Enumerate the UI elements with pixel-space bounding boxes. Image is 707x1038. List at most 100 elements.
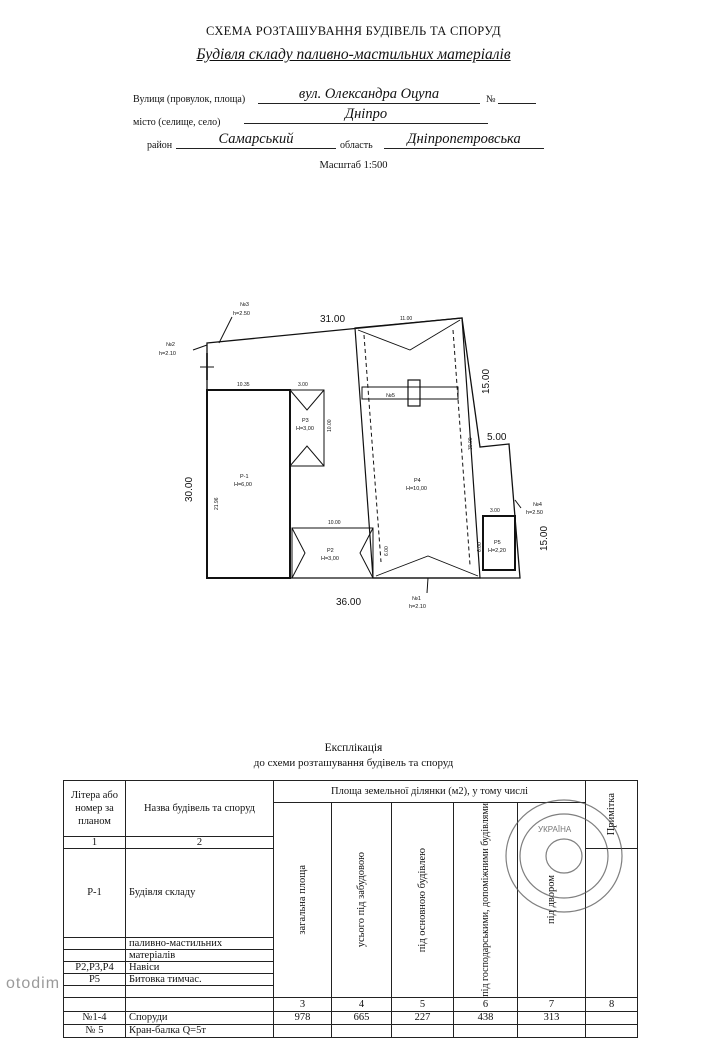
- height-p1: H=6,00: [234, 482, 252, 488]
- dim-right-lower: 15.00: [539, 526, 550, 551]
- building-p3: [289, 389, 325, 467]
- city-label: місто (селище, село): [133, 117, 221, 128]
- num-8: 8: [585, 996, 639, 1012]
- col-total-header: загальна площа: [273, 802, 332, 998]
- dim-p3-top: 3.00: [298, 382, 308, 388]
- main-area: 227: [391, 1010, 454, 1025]
- h-structure-4: h=2.50: [526, 510, 543, 516]
- num-6: 6: [453, 996, 518, 1012]
- col-aux-text: під господарськими, допоміжними будівлям…: [479, 803, 491, 997]
- dim-p3-side: 10.00: [327, 419, 333, 432]
- scale-label: Масштаб 1:500: [319, 160, 388, 171]
- building-p2: [291, 527, 374, 579]
- empty-cell: [516, 1023, 587, 1038]
- empty-cell: [585, 1023, 639, 1038]
- empty-cell: [273, 1023, 332, 1038]
- label-p5: Р5: [494, 540, 501, 546]
- dim-p5-top: 3.00: [490, 508, 500, 514]
- num-4: 4: [331, 996, 392, 1012]
- label-structure-1: №1: [412, 596, 421, 602]
- h-structure-3: h=2.50: [233, 311, 250, 317]
- row-letter: [63, 996, 126, 1012]
- note-cell: [585, 1010, 639, 1025]
- site-plan: 31.00 11.00 36.00 30.00 15.00 5.00 15.00…: [159, 302, 550, 610]
- district-value: Самарський: [176, 131, 336, 149]
- row-name: [125, 996, 274, 1012]
- region-label: область: [340, 140, 373, 151]
- col-area-group-header: Площа земельної ділянки (м2), у тому чис…: [272, 780, 587, 803]
- num-2: 2: [125, 836, 274, 849]
- document-subtitle: Будівля складу паливно-мастильних матері…: [196, 46, 511, 63]
- height-p5: H=2,20: [488, 548, 506, 554]
- dim-p4-side: 30.00: [468, 437, 474, 450]
- row-name: Навіси: [125, 960, 274, 974]
- label-structure-2: №2: [166, 342, 175, 348]
- built-area: 665: [331, 1010, 392, 1025]
- row-letter: [63, 984, 126, 998]
- label-p2: Р2: [327, 548, 334, 554]
- city-value: Дніпро: [244, 106, 488, 124]
- total-area: 978: [273, 1010, 332, 1025]
- h-structure-1: h=2.10: [409, 604, 426, 610]
- dim-top-length: 31.00: [320, 314, 345, 325]
- note-empty: [585, 848, 639, 998]
- col-built-text: усього під забудовою: [355, 852, 367, 948]
- row-letter: [63, 936, 126, 950]
- dim-p2-top: 10.00: [328, 520, 341, 526]
- row-name: Кран-балка Q=5т: [125, 1023, 274, 1038]
- row-name: [125, 984, 274, 998]
- dim-p1-top: 10.35: [237, 382, 250, 388]
- building-p5: [482, 515, 516, 571]
- aux-area: 438: [453, 1010, 518, 1025]
- num-3: 3: [273, 996, 332, 1012]
- num-1: 1: [63, 836, 126, 849]
- document-title: СХЕМА РОЗТАШУВАННЯ БУДІВЕЛЬ ТА СПОРУД: [206, 24, 501, 38]
- height-p2: H=3,00: [321, 556, 339, 562]
- explication-subtitle: до схеми розташування будівель та споруд: [253, 757, 454, 769]
- label-p3: Р3: [302, 418, 309, 424]
- label-p4: Р4: [414, 478, 421, 484]
- row-letter: Р2,Р3,Р4: [63, 960, 126, 974]
- row-letter: № 5: [63, 1023, 126, 1038]
- row-name: Битовка тимчас.: [125, 972, 274, 986]
- dim-right-upper: 15.00: [481, 369, 492, 394]
- row-name: матеріалів: [125, 948, 274, 962]
- label-p1: Р-1: [240, 474, 249, 480]
- empty-cell: [391, 1023, 454, 1038]
- label-structure-4: №4: [533, 502, 542, 508]
- official-seal: УКРАЇНА: [505, 799, 623, 913]
- watermark-logo: otodim: [6, 975, 61, 992]
- dim-p2-side: 6.00: [384, 546, 390, 556]
- col-built-header: усього під забудовою: [331, 802, 392, 998]
- dim-left-height: 30.00: [184, 477, 195, 502]
- height-p3: H=3,00: [296, 426, 314, 432]
- dim-p1-side: 21.96: [214, 497, 220, 510]
- label-structure-5: №5: [386, 393, 395, 399]
- height-p4: H=10,00: [406, 486, 427, 492]
- label-structure-3: №3: [240, 302, 249, 308]
- region-value: Дніпропетровська: [384, 131, 544, 149]
- col-main-header: під основною будівлею: [391, 802, 454, 998]
- dim-top-right: 11.00: [400, 316, 412, 322]
- explication-title: Експлікація: [324, 742, 383, 754]
- row-letter: Р5: [63, 972, 126, 986]
- number-label: №: [486, 94, 496, 105]
- seal-text: УКРАЇНА: [538, 825, 572, 834]
- h-structure-2: h=2.10: [159, 351, 176, 357]
- empty-cell: [453, 1023, 518, 1038]
- yard-area: 313: [516, 1010, 587, 1025]
- row-letter: [63, 948, 126, 962]
- empty-cell: [331, 1023, 392, 1038]
- row-letter: №1-4: [63, 1010, 126, 1025]
- dim-right-step: 5.00: [487, 432, 507, 443]
- col-note-header: Примітка: [585, 780, 639, 849]
- num-5: 5: [391, 996, 454, 1012]
- district-label: район: [147, 140, 173, 151]
- col-total-text: загальна площа: [296, 865, 308, 935]
- col-letter-header: Літера або номер за планом: [63, 780, 126, 837]
- crane-beam: [361, 386, 459, 400]
- col-name-header: Назва будівель та споруд: [125, 780, 274, 837]
- dim-p4-bottom-side: 6.00: [477, 542, 483, 552]
- dim-bottom-length: 36.00: [336, 597, 361, 608]
- row-letter: Р-1: [63, 848, 126, 938]
